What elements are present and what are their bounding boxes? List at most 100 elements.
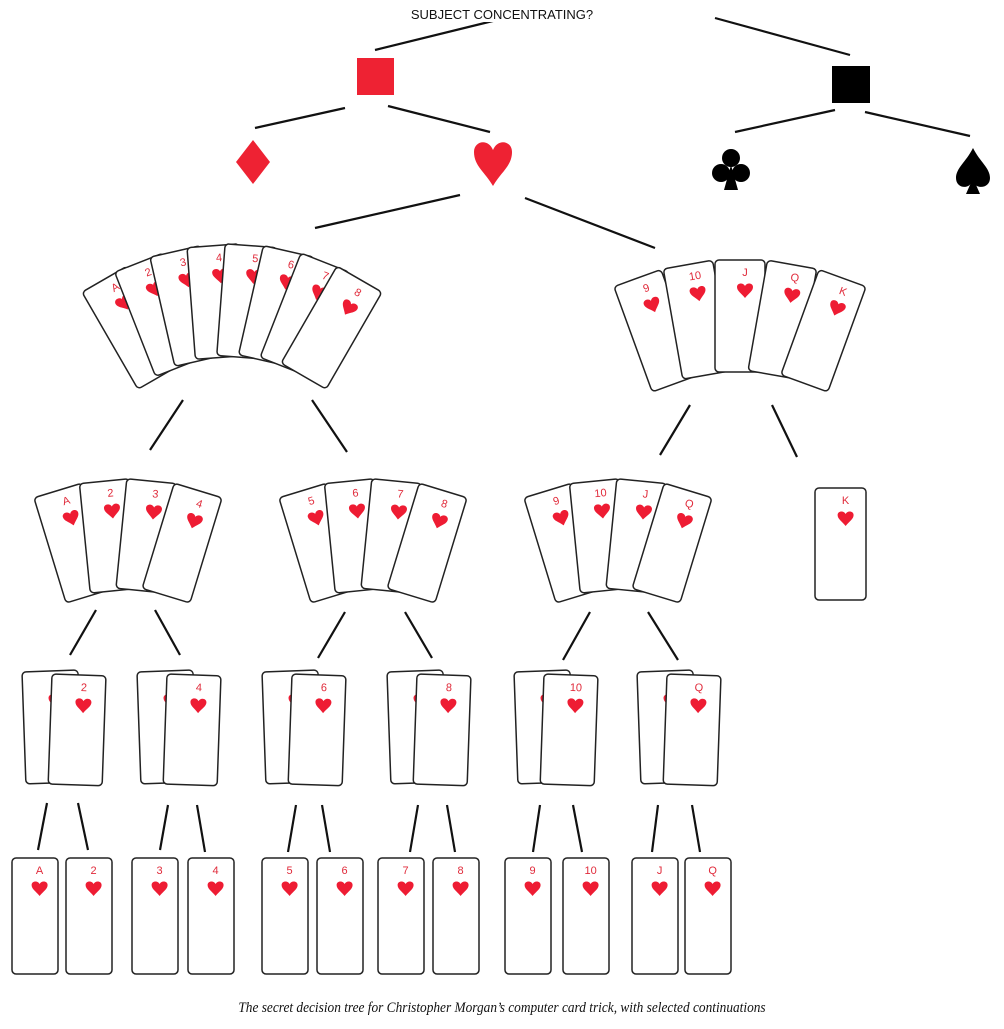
edge bbox=[254, 106, 346, 130]
card-rank: 7 bbox=[403, 865, 409, 877]
edge bbox=[659, 404, 691, 456]
edge bbox=[714, 16, 851, 57]
heart-icon bbox=[348, 503, 365, 519]
edge bbox=[154, 609, 181, 656]
spade-icon bbox=[956, 148, 990, 194]
card-rank: 2 bbox=[81, 682, 88, 694]
edge bbox=[149, 399, 184, 451]
heart-icon bbox=[151, 881, 168, 896]
edge bbox=[158, 804, 170, 851]
card-outline bbox=[814, 487, 867, 601]
card-4-of-hearts: 4 bbox=[142, 483, 222, 603]
card-rank: 3 bbox=[152, 488, 159, 501]
single-king: K bbox=[814, 487, 867, 601]
diamond-icon bbox=[236, 140, 270, 184]
heart-icon bbox=[440, 698, 457, 714]
card-9-of-hearts: 9 bbox=[504, 857, 552, 975]
club-icon bbox=[712, 149, 750, 190]
heart-icon bbox=[85, 881, 102, 896]
card-outline bbox=[47, 673, 107, 787]
card-rank: J bbox=[657, 865, 663, 877]
card-Q-of-hearts: Q bbox=[684, 857, 732, 975]
card-4-of-hearts: 4 bbox=[162, 673, 222, 787]
edge bbox=[320, 804, 332, 853]
heart-icon bbox=[187, 513, 203, 529]
heart-icon bbox=[593, 503, 610, 519]
tree-edges bbox=[36, 16, 971, 853]
heart-icon bbox=[452, 881, 469, 896]
edge bbox=[195, 804, 207, 853]
card-rank: J bbox=[742, 267, 748, 279]
card-rank: 7 bbox=[397, 488, 404, 501]
card-rank: A bbox=[61, 494, 72, 508]
card-10-of-hearts: 10 bbox=[539, 673, 599, 787]
heart-icon bbox=[689, 286, 706, 302]
heart-icon bbox=[190, 698, 207, 714]
card-5-of-hearts: 5 bbox=[261, 857, 309, 975]
card-8-of-hearts: 8 bbox=[281, 266, 382, 389]
card-8-of-hearts: 8 bbox=[432, 857, 480, 975]
card-outline bbox=[412, 673, 472, 787]
edge bbox=[374, 16, 506, 52]
edge bbox=[524, 196, 656, 250]
card-rank: 9 bbox=[530, 865, 536, 877]
card-K-of-hearts: K bbox=[814, 487, 867, 601]
card-rank: 8 bbox=[352, 286, 363, 299]
heart-icon bbox=[31, 881, 48, 896]
card-outline bbox=[387, 483, 467, 603]
card-rank: 2 bbox=[91, 865, 97, 877]
card-4-of-hearts: 4 bbox=[187, 857, 235, 975]
edge bbox=[647, 611, 679, 661]
edge bbox=[690, 804, 702, 853]
figure-caption: The secret decision tree for Christopher… bbox=[238, 1000, 766, 1016]
card-rank: 6 bbox=[352, 487, 359, 500]
card-A-of-hearts: A bbox=[11, 857, 59, 975]
card-outline bbox=[65, 857, 113, 975]
card-pair: 910 bbox=[513, 669, 599, 787]
card-Q-of-hearts: Q bbox=[632, 483, 712, 603]
heart-icon bbox=[391, 504, 407, 520]
heart-icon bbox=[146, 504, 162, 520]
heart-icon bbox=[643, 296, 660, 313]
card-outline bbox=[539, 673, 599, 787]
card-outline bbox=[377, 857, 425, 975]
heart-icon bbox=[524, 881, 541, 896]
card-3-of-hearts: 3 bbox=[131, 857, 179, 975]
card-rank: 2 bbox=[107, 487, 114, 500]
card-outline bbox=[631, 857, 679, 975]
heart-icon bbox=[281, 881, 298, 896]
heart-icon bbox=[582, 881, 599, 896]
edge bbox=[571, 804, 584, 853]
card-groups: A2345678910JQKA2345678910JQKA2345678910J… bbox=[11, 243, 867, 975]
card-6-of-hearts: 6 bbox=[316, 857, 364, 975]
heart-icon bbox=[636, 504, 652, 520]
card-outline bbox=[131, 857, 179, 975]
card-7-of-hearts: 7 bbox=[377, 857, 425, 975]
card-outline bbox=[261, 857, 309, 975]
card-rank: J bbox=[642, 488, 649, 500]
card-rank: 5 bbox=[252, 253, 259, 265]
card-8-of-hearts: 8 bbox=[387, 483, 467, 603]
root-question-text: SUBJECT CONCENTRATING? bbox=[406, 7, 598, 22]
card-rank: 4 bbox=[216, 252, 223, 264]
edge bbox=[286, 804, 298, 853]
edge bbox=[445, 804, 457, 853]
card-rank: 3 bbox=[157, 865, 163, 877]
edge bbox=[650, 804, 660, 853]
card-rank: Q bbox=[694, 682, 703, 694]
card-outline bbox=[187, 857, 235, 975]
edge bbox=[36, 802, 49, 851]
edge bbox=[408, 804, 420, 853]
card-rank: 7 bbox=[320, 270, 330, 283]
heart-icon bbox=[567, 698, 584, 714]
fan-ace-to-4: A 2 34 bbox=[34, 478, 222, 603]
card-rank: Q bbox=[683, 497, 695, 511]
card-rank: A bbox=[36, 865, 44, 877]
heart-icon bbox=[62, 510, 79, 526]
card-outline bbox=[281, 266, 382, 389]
